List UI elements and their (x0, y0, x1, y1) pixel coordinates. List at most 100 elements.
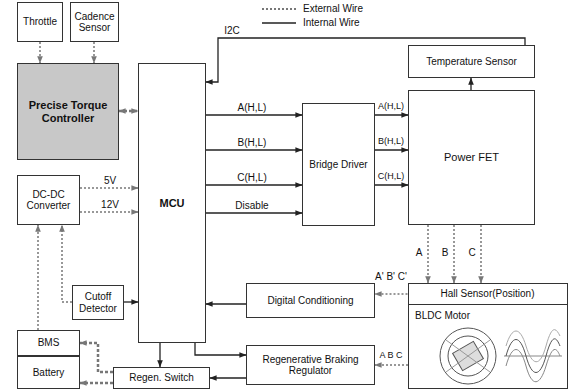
signal-label: I2C (223, 25, 241, 36)
phase-waveform (506, 330, 560, 362)
text-block: Precise Torque Controller (18, 64, 118, 159)
node-label: Throttle (23, 16, 57, 28)
signal-label: C (467, 247, 476, 258)
mcu-box: MCU (138, 63, 206, 343)
stator-outline (440, 328, 496, 384)
external-wire (119, 110, 138, 113)
detector-box: Cutoff Detector (72, 285, 124, 320)
signal-label: C(H,L) (236, 172, 267, 183)
external-wire (39, 42, 41, 63)
text-block: Throttle (18, 3, 62, 41)
text-block: Regen. Switch (114, 368, 209, 388)
text-block: Digital Conditioning (247, 284, 374, 317)
external-wire-sample (262, 8, 296, 10)
conditioning-box: Digital Conditioning (246, 283, 375, 318)
text-block: Hall Sensor(Position) (409, 284, 567, 304)
signal-label: 12V (100, 199, 120, 210)
internal-wire (470, 78, 471, 90)
internal-wire (206, 303, 246, 304)
node-label: Precise Torque Controller (21, 99, 115, 124)
text-block: Cutoff Detector (73, 286, 123, 319)
sensor-box: Temperature Sensor (408, 45, 535, 78)
node-label: Regen. Switch (129, 372, 193, 384)
controller-box: Precise Torque Controller (17, 63, 119, 160)
fet-box: Power FET (408, 90, 535, 225)
external-wire (375, 293, 408, 295)
external-wire (62, 225, 72, 302)
node-label: Regenerative Braking Regulator (250, 354, 371, 377)
winding-axis (446, 340, 490, 372)
external-wire (80, 343, 113, 372)
text-block: Temperature Sensor (409, 46, 534, 77)
external-wire (80, 211, 138, 213)
node-label: Hall Sensor(Position) (441, 288, 535, 300)
internal-wire (195, 343, 246, 355)
node-label: MCU (159, 197, 184, 210)
signal-label: B(H,L) (237, 137, 268, 148)
converter-box: DC-DC Converter (17, 175, 80, 225)
internal-wire (375, 149, 408, 150)
bms-box: BMS (17, 330, 80, 356)
regulator-box: Regenerative Braking Regulator (246, 345, 375, 385)
text-block: Regenerative Braking Regulator (247, 346, 374, 384)
internal-wire (210, 377, 246, 378)
text-block: BLDC Motor (409, 284, 567, 388)
legend-text: Internal Wire (303, 17, 360, 28)
text-block: BMS (18, 331, 79, 355)
node-label: Battery (33, 367, 65, 379)
legend-text: External Wire (303, 3, 363, 14)
signal-label: A(H,L) (377, 102, 405, 112)
node-label: Digital Conditioning (267, 295, 353, 307)
phase-waveform (506, 349, 560, 381)
node-label: BMS (38, 337, 60, 349)
node-label: DC-DC Converter (21, 189, 76, 212)
driver-box: Bridge Driver (302, 103, 375, 226)
external-wire (427, 225, 429, 283)
motor-box: Hall Sensor(Position) BLDC Motor (408, 283, 568, 389)
signal-label: A B C (378, 351, 403, 361)
external-wire (80, 187, 138, 189)
phase-waveform (506, 339, 560, 373)
text-block: Cadence Sensor (71, 3, 118, 41)
signal-label: A (415, 247, 424, 258)
internal-wire (206, 184, 302, 185)
signal-label: A(H,L) (237, 102, 268, 113)
node-label: Cadence Sensor (74, 11, 115, 34)
sensor-box: Hall Sensor(Position) (408, 283, 568, 305)
text-block: MCU (139, 64, 205, 342)
battery-box: Battery (17, 356, 80, 389)
internal-wire-sample (262, 22, 296, 24)
node-label: Bridge Driver (309, 159, 367, 171)
internal-wire (159, 343, 160, 367)
external-wire (93, 42, 95, 63)
internal-wire (206, 114, 302, 115)
external-wire (480, 225, 482, 283)
switch-box: Regen. Switch (113, 367, 210, 389)
text-block: DC-DC Converter (18, 176, 79, 224)
winding-axis (446, 340, 490, 372)
internal-wire (206, 212, 302, 213)
signal-label: 5V (103, 175, 117, 186)
text-block: Power FET (409, 91, 534, 224)
internal-wire (375, 114, 408, 115)
input-box: Throttle (17, 2, 63, 42)
waveform-axis (504, 356, 562, 357)
external-wire (37, 225, 39, 330)
node-label: Power FET (444, 151, 499, 164)
internal-wire (124, 301, 138, 302)
signal-label: B (441, 247, 450, 258)
signal-label: B(H,L) (377, 137, 405, 147)
external-wire (375, 364, 408, 366)
signal-label: C(H,L) (377, 172, 406, 182)
node-label: Temperature Sensor (426, 56, 517, 68)
internal-wire (375, 184, 408, 185)
signal-label: Disable (234, 200, 269, 211)
node-label: Cutoff Detector (76, 291, 120, 314)
internal-wire (206, 149, 302, 150)
node-label: BLDC Motor (415, 310, 470, 322)
text-block: Bridge Driver (303, 104, 374, 225)
external-wire (80, 382, 113, 385)
external-wire (453, 225, 455, 283)
sensor-box: Cadence Sensor (70, 2, 119, 42)
